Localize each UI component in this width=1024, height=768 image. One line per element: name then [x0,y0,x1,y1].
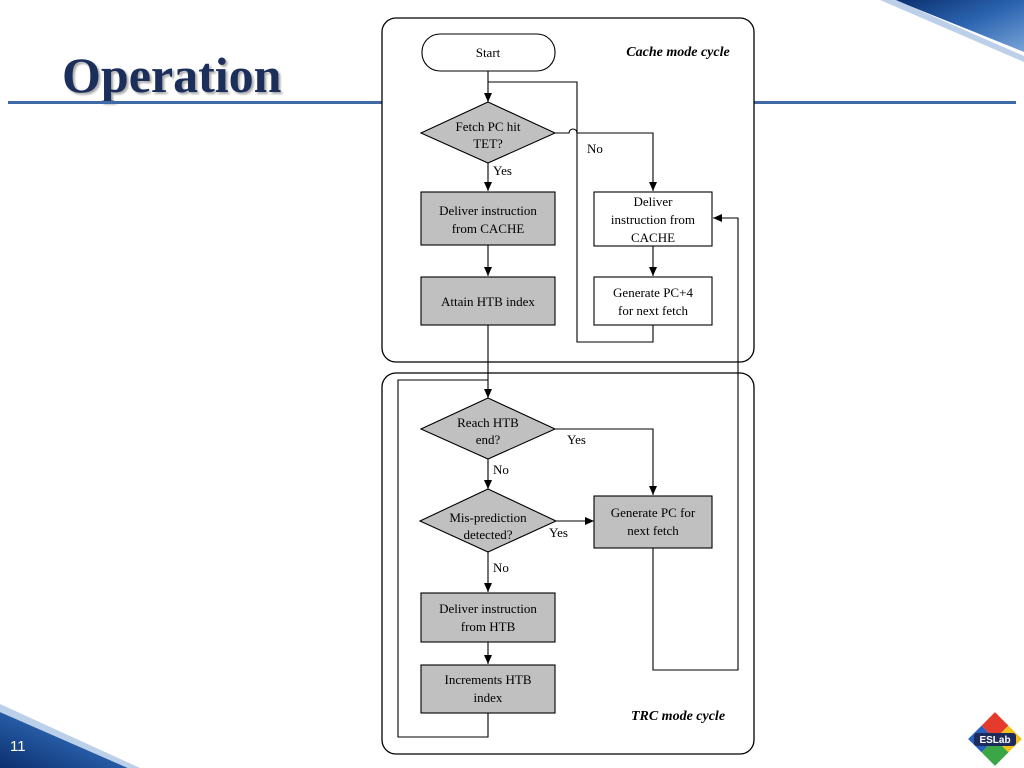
cache-mode-label: Cache mode cycle [626,45,729,60]
process-generate-pc-line1: Generate PC for [611,505,696,520]
process-generate-pc-line2: next fetch [627,523,679,538]
process-attain-htb-label: Attain HTB index [441,294,535,309]
start-label: Start [476,45,501,60]
bottom-left-corner-band [0,704,140,768]
decision-reach-htb-end [419,397,557,460]
yes-label-end: Yes [567,432,586,447]
process-deliver-cache-line2: from CACHE [452,221,525,236]
page-number: 11 [10,738,26,755]
connectors [397,71,739,738]
no-label-end: No [493,462,509,477]
process-increment-htb-line2: index [474,690,503,705]
top-right-corner-band [880,0,1024,62]
process-deliver-cache-white-line2: instruction from [611,212,695,227]
cache-mode-section [381,17,755,363]
trc-mode-label: TRC mode cycle [631,709,725,724]
process-deliver-cache-line1: Deliver instruction [439,203,537,218]
process-deliver-cache-white-line3: CACHE [631,230,675,245]
no-label-mispred: No [493,560,509,575]
process-deliver-cache-white-line1: Deliver [634,194,674,209]
process-deliver-cache-white [593,191,713,247]
process-generate-pc4 [593,276,713,326]
svg-text:ESLab: ESLab [979,735,1010,746]
title-underline-right [752,101,1016,104]
decision-reach-htb-end-line2: end? [476,432,501,447]
no-label-hit: No [587,141,603,156]
process-generate-pc [593,495,713,549]
process-attain-htb [420,276,556,326]
process-deliver-htb-line2: from HTB [461,619,516,634]
decision-misprediction [418,488,558,553]
decision-reach-htb-end-line1: Reach HTB [457,415,519,430]
title-underline-left [8,101,386,104]
process-deliver-htb [420,592,556,643]
decision-misprediction-line2: detected? [463,527,512,542]
process-increment-htb [420,664,556,714]
process-increment-htb-line1: Increments HTB [444,672,531,687]
decision-misprediction-line1: Mis-prediction [449,510,527,525]
eslab-logo: ESLab [968,712,1022,766]
slide-title: Operation [62,47,282,103]
process-generate-pc4-line1: Generate PC+4 [613,285,693,300]
process-deliver-htb-line1: Deliver instruction [439,601,537,616]
process-generate-pc4-line2: for next fetch [618,303,689,318]
decision-fetch-pc-hit-line2: TET? [473,136,503,151]
process-deliver-cache [420,191,556,246]
yes-label-mispred: Yes [549,525,568,540]
yes-label-hit: Yes [493,163,512,178]
trc-mode-section [381,372,755,755]
decision-fetch-pc-hit [419,101,557,164]
start-terminator [421,33,556,72]
decision-fetch-pc-hit-line1: Fetch PC hit [455,119,520,134]
